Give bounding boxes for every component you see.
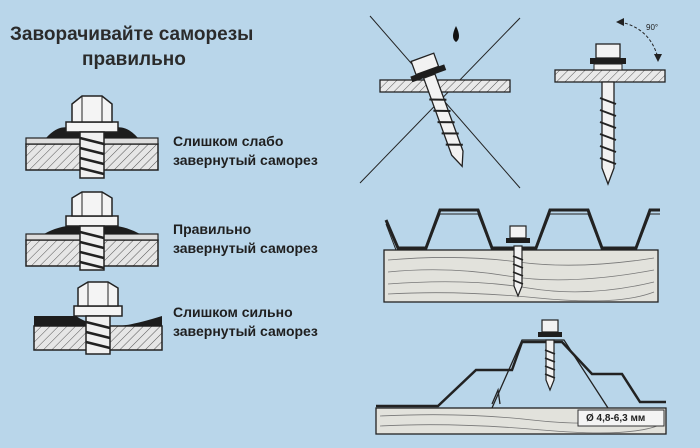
water-drop-icon [453, 26, 459, 42]
screw-correct-diagram [25, 191, 159, 271]
page-title: Заворачивайте саморезы правильно [10, 22, 300, 72]
screw-too-tight-diagram [33, 281, 163, 355]
caption-line: Слишком сильно [173, 304, 293, 320]
title-line-2: правильно [82, 49, 186, 70]
angle-arc [619, 21, 659, 59]
caption-line: завернутый саморез [173, 240, 318, 256]
caption-line: завернутый саморез [173, 323, 318, 339]
caption-line: завернутый саморез [173, 152, 318, 168]
screw-too-loose-diagram [25, 95, 159, 179]
caption-line: Слишком слабо [173, 133, 284, 149]
caption-correct: Правильно завернутый саморез [173, 220, 358, 258]
caption-too-loose: Слишком слабо завернутый саморез [173, 132, 358, 170]
corrugated-profile [384, 208, 660, 250]
ridge-fastening-diagram [375, 319, 667, 435]
screw-angle-diagram: 90° [359, 15, 666, 189]
caption-line: Правильно [173, 221, 252, 237]
dimension-label: Ø 4,8-6,3 мм [586, 413, 646, 424]
caption-too-tight: Слишком сильно завернутый саморез [173, 303, 358, 341]
dimension-label-box [577, 409, 665, 427]
ridge-profile [376, 340, 666, 408]
arrow-icon [654, 54, 662, 62]
title-line-1: Заворачивайте саморезы [10, 24, 254, 45]
corrugated-sheet-diagram [383, 208, 660, 303]
svg-text:90°: 90° [646, 23, 658, 32]
arrow-icon [616, 18, 624, 26]
